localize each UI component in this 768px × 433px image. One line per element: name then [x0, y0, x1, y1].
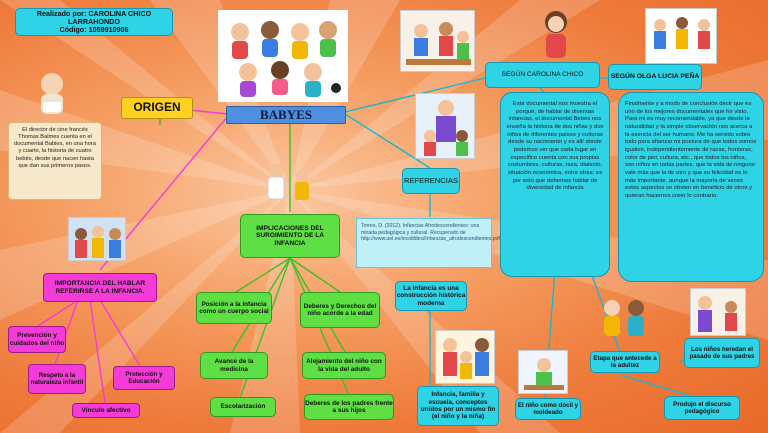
- referencias-label: REFERENCIAS: [403, 175, 458, 185]
- heritage-image: [691, 289, 745, 335]
- importancia-item-label: Vínculo afectivo: [81, 406, 131, 414]
- kids-cartoon-image: [604, 300, 644, 336]
- importancia-label: IMPORTANCIA DEL HABLAR REFERIRSE A LA IN…: [54, 279, 146, 295]
- olga-label: SEGÚN OLGA LUCIA PEÑA: [610, 73, 700, 81]
- implicaciones-item-label: Deberes de los padres frente a sus hijos: [305, 399, 393, 414]
- doctor-image: [267, 163, 309, 200]
- carolina-item-label: Los niños heredan el pasado de sus padre…: [689, 345, 755, 360]
- author-code: Código: 1059910906: [59, 25, 129, 35]
- importancia-item-respeto: Respeto a la naturaleza infantil: [28, 364, 86, 394]
- referencias-text: Torres, D. (2012). Infancias Afrodescend…: [361, 223, 500, 242]
- importancia-item-label: Prevención y cuidados del niño: [9, 332, 65, 347]
- construccion-child-node: Infancia, familia y escuela, conceptos u…: [417, 386, 499, 426]
- baby-origin-photo: [33, 70, 71, 118]
- cartoon-kids-photo: [598, 296, 650, 342]
- implicaciones-label: IMPLICACIONES DEL SURGIMIENTO DE LA INFA…: [255, 224, 325, 247]
- implicaciones-node: IMPLICACIONES DEL SURGIMIENTO DE LA INFA…: [240, 214, 340, 258]
- babies-group-photo: [218, 10, 348, 102]
- carolina-node: SEGÚN CAROLINA CHICO: [485, 62, 600, 88]
- child-desk-image: [519, 351, 567, 393]
- child-desk-photo: [518, 350, 568, 394]
- title-banner: BABYES: [226, 106, 346, 124]
- children-playing-image: [646, 9, 716, 63]
- implicaciones-item-label: Deberes y Derechos del niño acorde a la …: [303, 302, 377, 317]
- importancia-item-label: Respeto a la naturaleza infantil: [30, 371, 84, 386]
- carolina-item-heredan: Los niños heredan el pasado de sus padre…: [684, 338, 760, 368]
- author-box: Realizado por: CAROLINA CHICO LARRAHONDO…: [15, 8, 173, 36]
- children-playing-photo: [645, 8, 717, 64]
- carolina-item-adultez: Etapa que antecede a la adultez: [590, 351, 660, 373]
- carolina-item-docil: El niño como dócil y moldeado: [515, 398, 581, 420]
- girl-cartoon-image: [545, 11, 567, 58]
- carolina-item-discurso: Produjo el discurso pedagógico: [664, 396, 740, 420]
- carolina-text-block: Este documental nos muestra el porqué, d…: [500, 92, 610, 277]
- importancia-item-vinculo: Vínculo afectivo: [72, 403, 140, 418]
- importancia-item-prevencion: Prevención y cuidados del niño: [8, 326, 66, 353]
- origen-label: ORIGEN: [133, 100, 181, 115]
- referencias-text-block: Torres, D. (2012). Infancias Afrodescend…: [356, 218, 500, 268]
- teacher-children-photo: [415, 93, 475, 159]
- page-title: BABYES: [259, 106, 313, 122]
- referencias-node: REFERENCIAS: [402, 168, 460, 194]
- carolina-label: SEGÚN CAROLINA CHICO: [501, 71, 584, 79]
- implicaciones-item-label: Posición a la infancia como un cuerpo so…: [199, 300, 269, 315]
- implicaciones-item-escolarizacion: Escolarización: [210, 397, 276, 417]
- carolina-text: Este documental nos muestra el porqué, d…: [506, 101, 604, 192]
- family-image: [436, 331, 494, 383]
- carolina-item-label: El niño como dócil y moldeado: [517, 401, 579, 416]
- olga-node: SEGÚN OLGA LUCIA PEÑA: [608, 64, 702, 90]
- importancia-item-label: Protección y Educación: [125, 370, 163, 385]
- teacher-image: [416, 94, 474, 158]
- implicaciones-item-deberes-padres: Deberes de los padres frente a sus hijos: [304, 394, 394, 420]
- origen-text: El director de cine francés Thomas Balme…: [14, 127, 96, 169]
- carolina-item-label: Produjo el discurso pedagógico: [673, 400, 731, 415]
- implicaciones-item-label: Escolarización: [220, 403, 266, 411]
- cartoon-girl-photo: [535, 8, 577, 63]
- family-photo: [435, 330, 495, 384]
- implicaciones-item-medicina: Avance de la medicina: [200, 352, 268, 379]
- implicaciones-item-deberes-derechos: Deberes y Derechos del niño acorde a la …: [300, 292, 380, 328]
- doctor-child-photo: [258, 160, 322, 204]
- implicaciones-item-label: Alejamiento del niño con la vida del adu…: [306, 358, 382, 373]
- implicaciones-item-alejamiento: Alejamiento del niño con la vida del adu…: [302, 352, 386, 379]
- origen-text-block: El director de cine francés Thomas Balme…: [8, 122, 102, 200]
- classroom-image: [401, 11, 474, 71]
- carolina-item-label: Etapa que antecede a la adultez: [593, 354, 657, 369]
- children-image: [69, 218, 125, 260]
- construccion-label: La infancia es una construcción históric…: [396, 284, 466, 307]
- author-name: Realizado por: CAROLINA CHICO LARRAHONDO: [36, 8, 152, 26]
- kids-classroom-photo: [400, 10, 475, 72]
- construccion-node: La infancia es una construcción históric…: [395, 281, 467, 311]
- importancia-item-proteccion: Protección y Educación: [113, 366, 175, 390]
- olga-text-block: Finalmente y a modo de conclusión decir …: [618, 92, 764, 282]
- baby-cartoon-image: [41, 73, 63, 114]
- family-heritage-photo: [690, 288, 746, 336]
- children-group-photo: [68, 217, 126, 261]
- origen-node: ORIGEN: [121, 97, 193, 119]
- construccion-child-label: Infancia, familia y escuela, conceptos u…: [420, 391, 496, 421]
- cartoon-babies-image: [218, 10, 348, 102]
- olga-text: Finalmente y a modo de conclusión decir …: [625, 101, 757, 200]
- implicaciones-item-label: Avance de la medicina: [214, 358, 254, 373]
- implicaciones-item-posicion: Posición a la infancia como un cuerpo so…: [196, 292, 272, 324]
- importancia-node: IMPORTANCIA DEL HABLAR REFERIRSE A LA IN…: [43, 273, 157, 302]
